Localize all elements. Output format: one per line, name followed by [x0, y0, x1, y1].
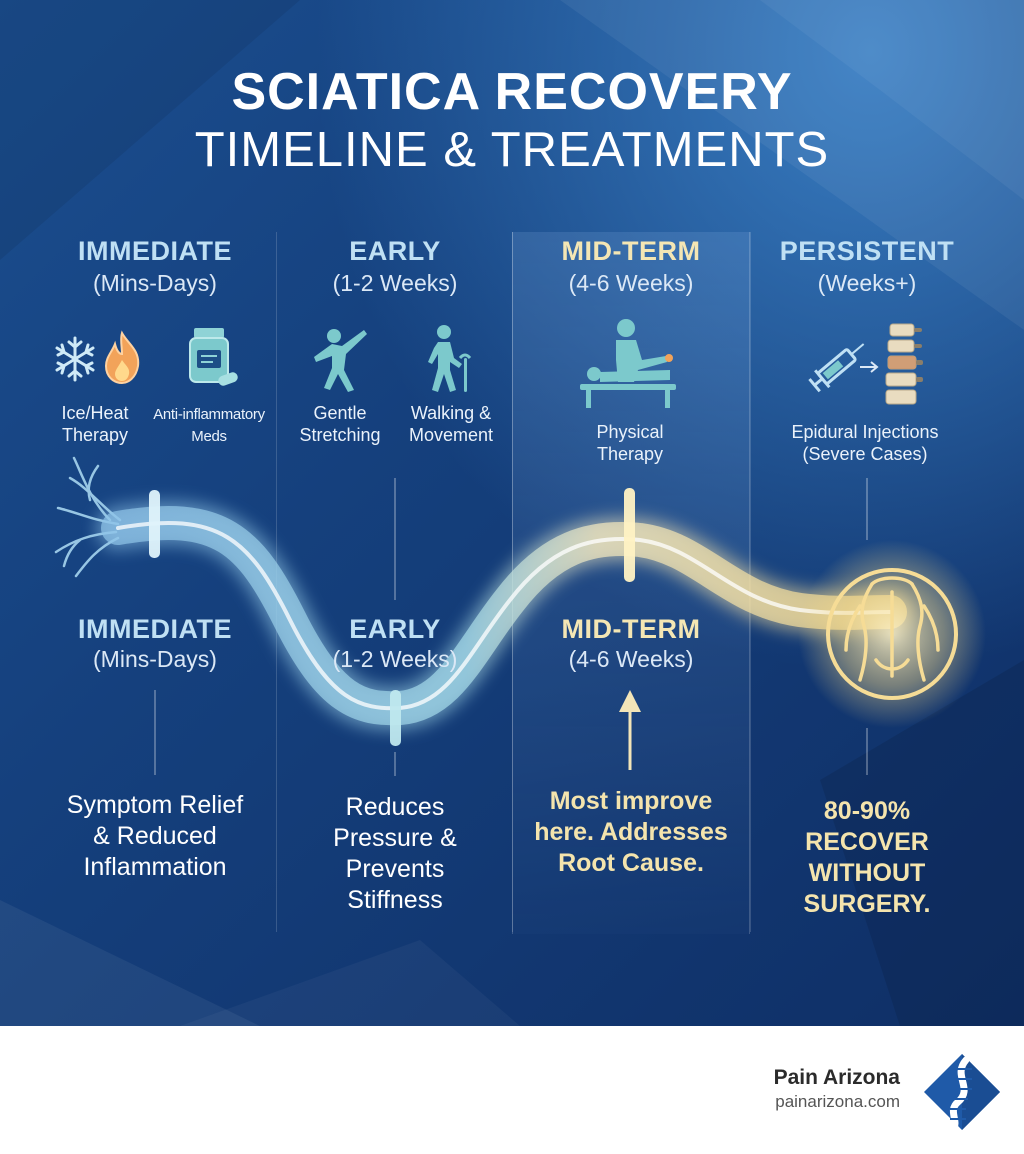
flame-icon: [104, 330, 140, 385]
phase-range-early: (1-2 Weeks): [332, 270, 458, 296]
lower-phase-name-mid-term: MID-TERM: [561, 614, 701, 644]
label-anti-inflammatory-meds: Anti-inflammatory Meds: [153, 406, 265, 445]
title-line-2: TIMELINE & TREATMENTS: [194, 123, 830, 177]
phase-name-early: EARLY: [349, 236, 441, 266]
spine-icon: [885, 323, 923, 405]
walking-person-icon: [428, 325, 472, 392]
brand-url: painarizona.com: [775, 1092, 900, 1111]
label-epidural-injections: Epidural Injections (Severe Cases): [791, 422, 939, 464]
arrow-right-icon: [860, 361, 879, 373]
label-walking-movement: Walking & Movement: [408, 403, 494, 445]
recovery-wave-path: [54, 456, 986, 770]
phase-range-mid-term: (4-6 Weeks): [568, 270, 694, 296]
syringe-icon: [808, 343, 865, 393]
snowflake-icon: [55, 336, 95, 382]
glowing-back-icon: [798, 540, 986, 728]
label-ice-heat-therapy: Ice/Heat Therapy: [61, 403, 129, 445]
timeline-marker-early: [390, 690, 401, 746]
phase-name-mid-term: MID-TERM: [561, 236, 701, 266]
lower-phase-name-early: EARLY: [349, 614, 441, 644]
background-facets: [0, 0, 1024, 1026]
outcome-persistent: 80-90% RECOVER WITHOUT SURGERY.: [803, 797, 931, 918]
infographic-poster: SCIATICA RECOVERY TIMELINE & TREATMENTS …: [0, 0, 1024, 1026]
outcome-early: Reduces Pressure & Prevents Stiffness: [333, 793, 457, 914]
phase-name-persistent: PERSISTENT: [779, 236, 955, 266]
spine-logo-icon: [924, 1054, 1000, 1132]
lower-phase-range-mid-term: (4-6 Weeks): [568, 646, 694, 672]
up-arrow-icon: [619, 690, 641, 770]
timeline-marker-mid-term: [624, 488, 635, 582]
physical-therapy-icon: [580, 319, 676, 408]
lower-phase-name-immediate: IMMEDIATE: [78, 614, 232, 644]
phase-range-immediate: (Mins-Days): [93, 270, 217, 296]
outcome-mid-term: Most improve here. Addresses Root Cause.: [534, 787, 728, 877]
outcome-immediate: Symptom Relief & Reduced Inflammation: [66, 791, 244, 881]
phase-name-immediate: IMMEDIATE: [78, 236, 232, 266]
lower-phase-range-early: (1-2 Weeks): [332, 646, 458, 672]
phase-range-persistent: (Weeks+): [817, 270, 917, 296]
title-line-1: SCIATICA RECOVERY: [231, 63, 793, 121]
stretching-person-icon: [314, 329, 367, 392]
lower-phase-range-immediate: (Mins-Days): [93, 646, 217, 672]
footer-brand: Pain Arizona painarizona.com: [774, 1066, 900, 1112]
pill-bottle-icon: [189, 328, 238, 386]
label-gentle-stretching: Gentle Stretching: [299, 403, 381, 445]
brand-name: Pain Arizona: [773, 1066, 900, 1089]
label-physical-therapy: Physical Therapy: [596, 422, 664, 464]
timeline-marker-immediate: [149, 490, 160, 558]
